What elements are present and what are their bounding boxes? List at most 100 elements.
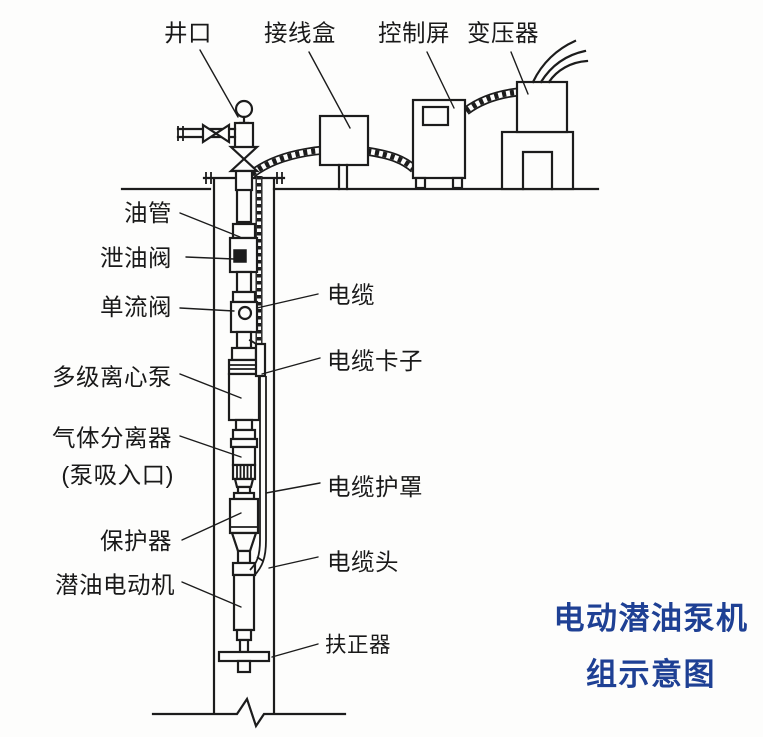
label-cable-guard: 电缆护罩: [327, 474, 423, 500]
label-cable-head: 电缆头: [327, 549, 399, 575]
label-drain-valve: 泄油阀: [100, 245, 172, 271]
lead-wire-3: [547, 59, 589, 84]
leader-junction-box: [308, 51, 351, 129]
label-pump: 多级离心泵: [52, 364, 172, 390]
surface-cable-arcs: [249, 87, 519, 178]
master-valve-top: [228, 145, 260, 161]
transformer-drawing: [500, 39, 589, 191]
leader-drain-valve: [185, 256, 235, 260]
flange-bolt-ticks: [205, 172, 283, 184]
pipe-sub-1: [235, 270, 253, 294]
intake-slots: [236, 465, 252, 479]
junction-box-body: [318, 114, 370, 167]
leader-tubing: [179, 212, 241, 238]
protector-neck: [236, 549, 252, 565]
leader-lines: [179, 49, 529, 658]
transformer-body: [515, 80, 569, 134]
label-pump-intake: (泵吸入口): [61, 462, 174, 488]
leader-cable-head: [268, 556, 319, 569]
downhole-string: [217, 187, 271, 674]
label-separator: 气体分离器: [52, 425, 172, 451]
lead-wire-1: [531, 39, 577, 84]
leader-pump: [179, 373, 242, 399]
leader-protector: [181, 512, 242, 541]
centralizer-drawing: [217, 650, 271, 674]
motor-base: [235, 628, 253, 642]
pump-coupling: [230, 346, 258, 362]
junction-box-leg: [337, 163, 349, 191]
leader-cable-clamp: [261, 357, 321, 375]
leader-control-panel: [426, 51, 455, 109]
control-panel-window: [421, 105, 450, 127]
centralizer-stem: [236, 659, 252, 674]
cable-panel-to-transformer: [463, 87, 519, 115]
leader-motor: [181, 581, 242, 608]
pump-head: [227, 358, 261, 376]
label-protector: 保护器: [100, 528, 172, 554]
label-tubing: 油管: [124, 200, 172, 226]
leader-cable-guard: [265, 482, 321, 494]
surface-and-casing: [120, 172, 600, 729]
pressure-gauge: [234, 99, 254, 119]
clamp-hook: [248, 339, 257, 345]
separator-band: [229, 437, 259, 449]
leader-transformer: [510, 51, 529, 95]
casing-break-line: [151, 696, 347, 729]
multistage-pump-drawing: [227, 358, 261, 441]
control-panel-foot-left: [414, 176, 427, 190]
pump-head-bands: [229, 364, 259, 370]
label-transformer: 变压器: [467, 20, 539, 46]
control-panel-foot-right: [451, 176, 464, 190]
separator-taper: [233, 477, 255, 489]
leader-separator: [179, 435, 242, 458]
centralizer-plate: [217, 650, 271, 663]
pump-lower-collar: [231, 428, 257, 441]
wellhead-drawing: [176, 99, 260, 192]
protector-drawing: [228, 491, 260, 565]
arc-hatch: [464, 89, 519, 114]
motor-stem: [238, 638, 250, 654]
label-cable: 电缆: [327, 282, 375, 308]
transformer-pedestal: [500, 130, 575, 191]
wellhead-lower-pipe: [234, 169, 254, 192]
diagram-title-line1: 电动潜油泵机: [554, 601, 749, 636]
lead-wire-2: [539, 49, 587, 84]
diagram-title-line2: 组示意图: [586, 657, 716, 692]
side-valve-left-wing: [201, 122, 219, 145]
label-motor: 潜油电动机: [55, 572, 175, 598]
collar-1: [231, 290, 257, 304]
label-junction-box: 接线盒: [264, 20, 336, 46]
motor-body: [232, 573, 256, 632]
cable-head-drawing: [249, 539, 267, 577]
side-outlet-ticks: [177, 126, 184, 141]
cable-guard-drawing: [259, 376, 267, 540]
drain-valve-drawing: [228, 236, 259, 274]
label-centralizer: 扶正器: [325, 633, 391, 657]
transformer-leads: [531, 39, 589, 84]
control-panel-drawing: [411, 98, 467, 190]
check-valve-ball: [237, 305, 253, 321]
junction-box-drawing: [318, 114, 370, 191]
tubing-pipe: [235, 187, 253, 224]
gas-separator-drawing: [229, 437, 259, 496]
pump-body: [227, 372, 261, 422]
clamp-strip: [254, 342, 267, 378]
label-control-panel: 控制屏: [378, 20, 450, 46]
arc-hatch: [250, 146, 416, 177]
pedestal-arch: [521, 150, 554, 191]
labels: 井口 接线盒 控制屏 变压器 油管 泄油阀 单流阀 多级离心泵 气体分离器 (泵…: [52, 20, 749, 692]
protector-taper: [230, 531, 258, 553]
side-valve-right-wing: [213, 122, 231, 145]
leader-cable: [256, 293, 319, 309]
check-valve-drawing: [229, 300, 259, 334]
master-valve-bottom: [228, 157, 260, 173]
label-wellhead: 井口: [164, 20, 212, 46]
pump-neck: [234, 418, 254, 432]
leader-centralizer: [271, 643, 319, 658]
leader-wellhead: [199, 49, 239, 118]
wellhead-body: [233, 121, 255, 150]
motor-drawing: [231, 561, 257, 654]
label-cable-clamp: 电缆卡子: [327, 348, 423, 374]
